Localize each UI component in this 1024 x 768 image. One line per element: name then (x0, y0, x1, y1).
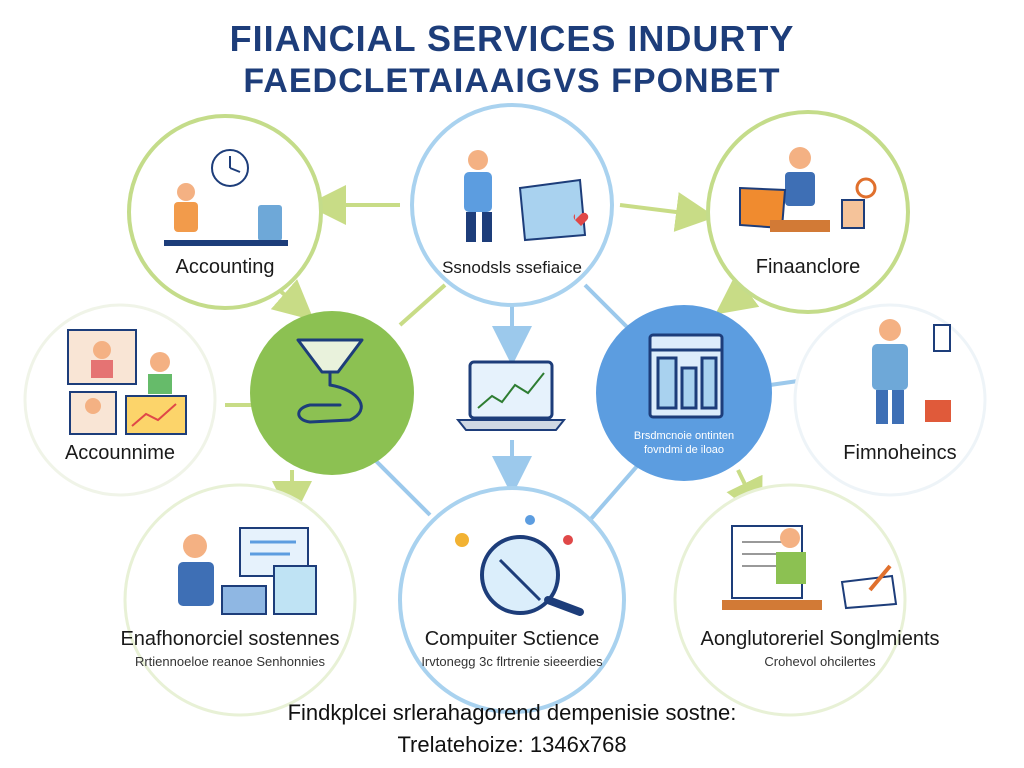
node-ring-top-center (410, 103, 614, 307)
node-ring-mid-right (793, 303, 987, 497)
label-top-right: Finaanclore (755, 256, 861, 278)
diagram-subtitle: FAEDCLETAIAAIGVS FPONBET (243, 62, 781, 100)
connector-blue-bc (588, 463, 640, 522)
footer-line-1: Findkplcei srlerahagorend dempenisie sos… (287, 700, 737, 725)
label-top-center: Ssnodsls ssefiaice (442, 258, 582, 277)
office-worker-icon (178, 527, 317, 615)
footer-line-2: Trelatehoize: 1346x768 (397, 732, 627, 757)
manager-scene-icon (739, 147, 877, 232)
laptop-chart-icon (455, 360, 567, 431)
businessman-icon (872, 319, 951, 424)
label-mid-left: Accounnime (64, 442, 176, 464)
video-call-icon (67, 329, 187, 435)
accounting-scene-icon (164, 149, 288, 246)
node-ring-top-right (706, 110, 910, 314)
presenter-scene-icon (464, 150, 589, 242)
connector-tc-green (398, 283, 447, 327)
label-bottom-center: Compuiter Sctience (424, 628, 600, 650)
connector-green-bc (373, 458, 432, 517)
connector-tc-tr (619, 192, 716, 232)
sublabel-bottom-center: Irvtonegg 3c flrtrenie sieeerdies (421, 654, 603, 669)
caption-blue-line1: Brsdmcnoie ontinten (633, 430, 735, 442)
connector-tc-blue (583, 283, 632, 332)
dashboard-icon (648, 333, 724, 419)
caption-blue-line2: fovndmi de iloao (643, 444, 725, 456)
sublabel-bottom-right: Crohevol ohcilertes (764, 654, 876, 669)
label-mid-right: Fimnoheincs (843, 442, 957, 464)
label-bottom-right: Aonglutoreriel Songlmients (700, 628, 940, 650)
node-ring-top-left (127, 114, 323, 310)
diagram-title: FIIANCIAL SERVICES INDURTY (229, 18, 795, 59)
sublabel-bottom-left: Rrtiennoeloe reanoe Senhonnies (134, 654, 326, 669)
label-top-left: Accounting (175, 256, 275, 278)
funnel-icon (296, 338, 364, 424)
writer-scene-icon (722, 525, 898, 610)
label-bottom-left: Enafhonorciel sostennes (120, 628, 340, 650)
magnifier-icon (455, 515, 584, 616)
node-center-green (250, 311, 414, 475)
